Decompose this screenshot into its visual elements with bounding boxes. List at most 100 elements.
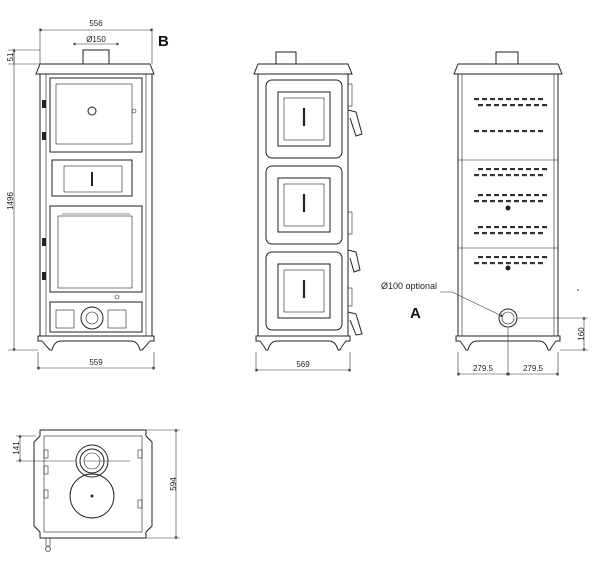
vent-slot (498, 174, 503, 177)
vent-slot (534, 168, 539, 171)
vent-slot (514, 130, 519, 133)
vent-slot (482, 232, 487, 235)
side-handle (347, 109, 363, 137)
vent-slot (478, 226, 483, 229)
vent-slot (498, 262, 503, 265)
vent-slot (526, 256, 531, 259)
vent-slot (510, 256, 515, 259)
vent-slot (522, 174, 527, 177)
vent-slot (526, 168, 531, 171)
vent-slot (478, 194, 483, 197)
vent-slot (510, 226, 515, 229)
vent-slot (486, 194, 491, 197)
vent-slot (474, 130, 479, 133)
vent-slot (538, 232, 543, 235)
oven-knob (87, 106, 97, 116)
vent-slot (538, 130, 543, 133)
dim-top-depth: 594 (169, 477, 178, 491)
vent-slot (478, 256, 483, 259)
vent-slot (542, 168, 547, 171)
vent-slot (502, 256, 507, 259)
flue-collar (82, 49, 110, 65)
dim-front-top-width: 556 (89, 19, 103, 28)
vent-slot (482, 174, 487, 177)
vent-slot (530, 232, 535, 235)
vent-slot (526, 194, 531, 197)
vent-slot (474, 262, 479, 265)
front-plinth (37, 335, 155, 351)
vent-slot (542, 194, 547, 197)
vent-slot (498, 98, 503, 101)
front-top-cap (35, 63, 155, 75)
vent-slot (522, 262, 527, 265)
dim-rear-half-right: 279.5 (523, 364, 544, 373)
rear-bolt (505, 265, 511, 271)
vent-slot (522, 130, 527, 133)
vent-slot (510, 168, 515, 171)
side-view: 569 (253, 51, 363, 372)
vent-slot (510, 104, 515, 107)
view-label-a: A (410, 305, 421, 322)
vent-slot (538, 174, 543, 177)
rear-outlet (498, 308, 518, 328)
vent-slot (530, 262, 535, 265)
dim-front-flue-height: 51 (6, 52, 15, 61)
rear-vent-slots (474, 98, 547, 265)
vent-slot (498, 200, 503, 203)
vent-slot (522, 232, 527, 235)
vent-slot (522, 98, 527, 101)
vent-slot (474, 174, 479, 177)
vent-slot (490, 262, 495, 265)
front-body (39, 73, 153, 337)
vent-slot (518, 256, 523, 259)
vent-slot (538, 98, 543, 101)
vent-slot (530, 174, 535, 177)
vent-slot (482, 98, 487, 101)
vent-slot (542, 256, 547, 259)
vent-slot (542, 226, 547, 229)
vent-slot (498, 130, 503, 133)
vent-slot (514, 262, 519, 265)
vent-slot (506, 232, 511, 235)
top-view: 141 594 (12, 428, 180, 552)
fire-door (49, 205, 143, 293)
rear-top-cap (453, 63, 563, 75)
side-flue-collar (275, 51, 297, 65)
vent-slot (514, 98, 519, 101)
dim-front-base-width: 559 (89, 358, 103, 367)
oven-door (49, 77, 143, 153)
dim-top-offset: 141 (12, 441, 21, 455)
vent-slot (518, 168, 523, 171)
vent-slot (474, 232, 479, 235)
hinge (42, 272, 46, 280)
vent-slot (506, 98, 511, 101)
vent-slot (526, 226, 531, 229)
vent-slot (514, 174, 519, 177)
hinge (42, 238, 46, 246)
top-handle (45, 537, 51, 547)
top-hob-plate (69, 473, 115, 519)
vent-slot (534, 256, 539, 259)
ash-pan (49, 301, 143, 333)
vent-slot (486, 226, 491, 229)
vent-slot (506, 130, 511, 133)
tile-bottom (265, 251, 343, 331)
vent-slot (494, 168, 499, 171)
vent-slot (490, 130, 495, 133)
vent-slot (486, 104, 491, 107)
front-view: 556 Ø150 51 1496 559 B (6, 19, 169, 370)
rear-panel (457, 73, 559, 337)
side-plinth (255, 335, 351, 351)
vent-slot (502, 194, 507, 197)
vent-slot (534, 104, 539, 107)
air-regulator-knob (80, 306, 104, 330)
vent-slot (490, 174, 495, 177)
vent-slot (530, 200, 535, 203)
vent-slot (482, 130, 487, 133)
vent-slot (494, 194, 499, 197)
vent-slot (478, 104, 483, 107)
vent-slot (486, 168, 491, 171)
middle-drawer (51, 159, 133, 197)
view-label-b: B (158, 33, 169, 50)
